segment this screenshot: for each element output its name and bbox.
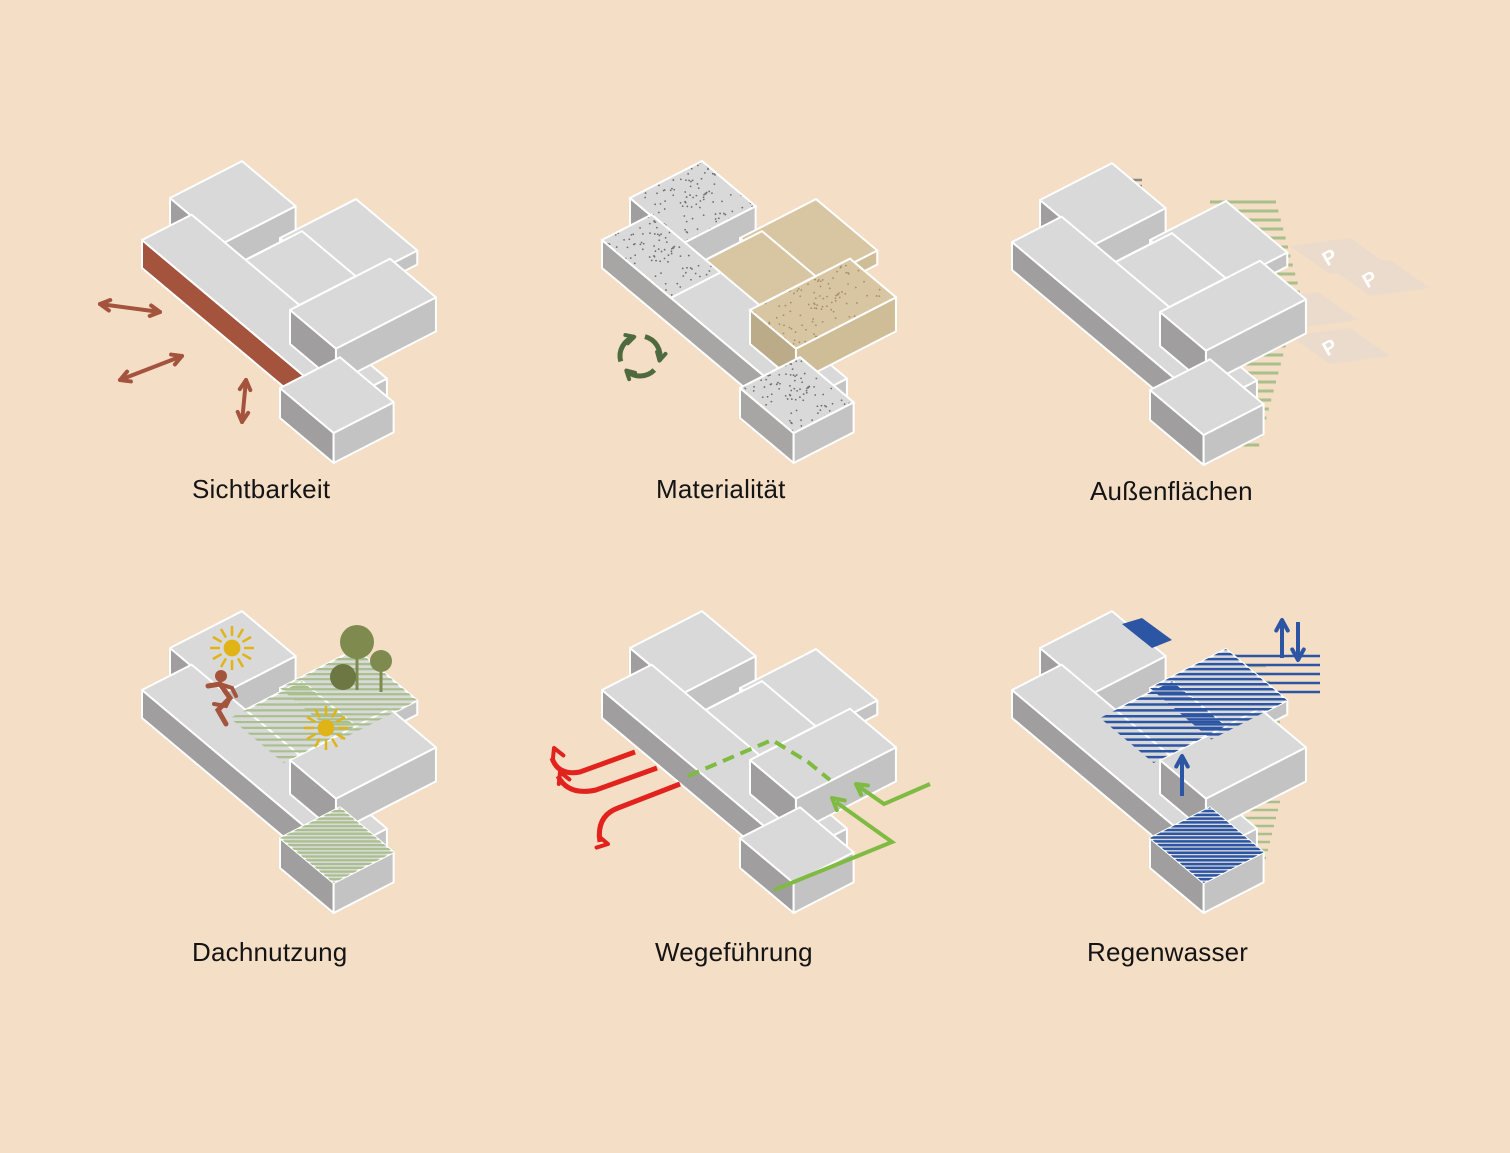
double-arrow-icon (235, 378, 253, 424)
arrow-head (854, 782, 870, 797)
box-roof (749, 707, 897, 800)
caption-aussenflaechen: Außenflächen (1090, 476, 1253, 506)
box-roof (1149, 358, 1265, 437)
diagram-regenwasser (1011, 610, 1320, 915)
arrow-head (830, 796, 847, 813)
arrow-head (1290, 647, 1306, 662)
arrow-head (624, 368, 638, 382)
arrow-head (235, 409, 251, 424)
solar-panel-icon (1122, 618, 1172, 648)
arrow-head (147, 303, 162, 318)
diagram-materialitaet (600, 159, 898, 465)
caption-sichtbarkeit: Sichtbarkeit (192, 474, 331, 504)
arrow-head (623, 333, 637, 346)
arrow-head (118, 369, 133, 384)
box-roof (279, 356, 395, 435)
arrow-head (655, 349, 668, 363)
panel-materialitaet (540, 150, 1010, 590)
caption-dachnutzung: Dachnutzung (192, 937, 348, 967)
arrow-head (169, 352, 184, 367)
panel-regenwasser (990, 600, 1460, 1040)
diagram-dachnutzung (141, 610, 437, 915)
massing-model (601, 610, 897, 915)
box-roof (289, 707, 437, 800)
parking-icon: P (1330, 260, 1430, 296)
sun-icon (210, 626, 254, 670)
roof-path (687, 737, 832, 782)
path-arrow-icon (773, 782, 931, 892)
arrow-head (1274, 618, 1290, 633)
diagram-aussenflaechen: PPPP (1011, 162, 1430, 467)
box-roof (1159, 707, 1307, 800)
double-arrow-icon (118, 352, 184, 384)
panel-wegefuehrung (540, 600, 1010, 1040)
up-arrow-icon (1174, 754, 1190, 796)
arrow-head (237, 378, 253, 393)
box-roof (1159, 259, 1307, 352)
arrow-head (594, 834, 610, 850)
diagram-sichtbarkeit (98, 160, 437, 465)
box-roof (739, 806, 855, 885)
arrow-head (550, 746, 566, 762)
panel-dachnutzung (80, 600, 550, 1040)
caption-materialitaet: Materialität (656, 474, 786, 504)
massing-model (1011, 610, 1307, 915)
panel-sichtbarkeit (80, 150, 550, 590)
arrow-head (1174, 754, 1190, 769)
panel-aussenflaechen: PPPP (990, 150, 1460, 590)
arrow-head (98, 298, 113, 313)
massing-model (600, 159, 898, 465)
caption-wegefuehrung: Wegeführung (655, 937, 813, 967)
box-roof (289, 257, 437, 350)
recycle-icon (617, 333, 668, 382)
massing-model (1011, 162, 1307, 467)
path-arrow-icon (549, 746, 681, 850)
tree-icon (330, 625, 392, 692)
parking-icon: P (1290, 328, 1390, 364)
caption-regenwasser: Regenwasser (1087, 937, 1249, 967)
sun-icon (304, 706, 348, 750)
diagram-wegefuehrung (549, 610, 931, 915)
up-down-arrows-icon (1274, 618, 1306, 662)
runner-icon (205, 670, 238, 727)
arrow-head (556, 770, 572, 786)
massing-model (141, 610, 437, 915)
double-arrow-icon (98, 298, 162, 318)
massing-model (141, 160, 437, 465)
